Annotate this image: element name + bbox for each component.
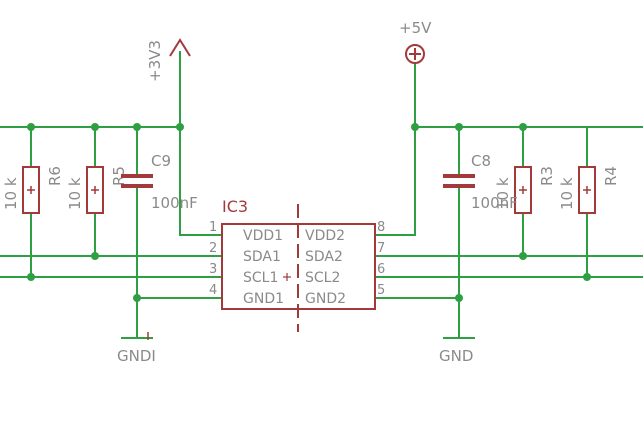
capacitor-c8: C8 100nF xyxy=(443,152,518,212)
power-3v3-label: +3V3 xyxy=(146,40,164,82)
resistor-r6: 10 k R6 xyxy=(2,166,64,214)
capacitor-c9: C9 100nF xyxy=(121,152,198,212)
power-5v-symbol: +5V xyxy=(399,19,432,64)
pin-label: VDD2 xyxy=(305,228,345,244)
capacitor-plate-bottom xyxy=(121,184,153,188)
junction-dot xyxy=(27,273,35,281)
ground-right-label: GND xyxy=(439,347,473,365)
ground-left-symbol: GNDI xyxy=(117,332,156,365)
pin-label: SDA2 xyxy=(305,249,343,265)
pin-number: 1 xyxy=(209,220,217,235)
resistor-body xyxy=(22,166,40,214)
power-5v-label: +5V xyxy=(399,19,432,37)
circle-plus-icon xyxy=(405,44,425,64)
junction-dot xyxy=(27,123,35,131)
resistor-value: 10 k xyxy=(2,177,20,210)
pin-label: GND1 xyxy=(243,291,284,307)
pin-number: 3 xyxy=(209,262,217,277)
arrow-up-icon xyxy=(169,38,191,57)
resistor-r4: 10 k R4 xyxy=(558,166,620,214)
resistor-body xyxy=(86,166,104,214)
ic-name: IC3 xyxy=(222,197,248,216)
pin-label: VDD1 xyxy=(243,228,283,244)
ground-right-symbol: GND xyxy=(439,347,473,365)
pin-number: 2 xyxy=(209,241,217,256)
pin-label: SCL1 xyxy=(243,270,278,286)
resistor-body xyxy=(578,166,596,214)
resistor-name: R4 xyxy=(602,166,620,186)
resistor-value: 10 k xyxy=(66,177,84,210)
junction-dot xyxy=(133,123,141,131)
junction-dot xyxy=(91,252,99,260)
junction-dot xyxy=(455,294,463,302)
resistor-name: R5 xyxy=(110,166,128,186)
junction-dot xyxy=(455,123,463,131)
wires xyxy=(0,51,643,339)
resistor-name: R3 xyxy=(538,166,556,186)
resistor-value: 10 k xyxy=(558,177,576,210)
capacitor-plate-bottom xyxy=(443,184,475,188)
junction-dot xyxy=(91,123,99,131)
pin-label: SCL2 xyxy=(305,270,340,286)
capacitor-plate-top xyxy=(443,174,475,178)
resistor-value: 10 k xyxy=(494,177,512,210)
pin-number: 7 xyxy=(377,241,385,256)
power-3v3-symbol: +3V3 xyxy=(146,38,191,82)
capacitor-value: 100nF xyxy=(151,194,198,212)
resistor-r3: 10 k R3 xyxy=(494,166,556,214)
pin-number: 8 xyxy=(377,220,385,235)
pin-label: SDA1 xyxy=(243,249,281,265)
junction-dot xyxy=(133,294,141,302)
ic-ic3: IC3 VDD1 SDA1 SCL1 GND1 VDD2 SDA2 SCL2 G… xyxy=(209,197,385,332)
resistor-r5: 10 k R5 xyxy=(66,166,128,214)
junction-dot xyxy=(583,273,591,281)
junction-dot xyxy=(519,123,527,131)
capacitor-plate-top xyxy=(121,174,153,178)
resistor-name: R6 xyxy=(46,166,64,186)
junction-dot xyxy=(519,252,527,260)
pin-number: 5 xyxy=(377,283,385,298)
junctions xyxy=(27,123,591,302)
capacitor-value: 100nF xyxy=(471,194,518,212)
resistor-body xyxy=(514,166,532,214)
junction-dot xyxy=(176,123,184,131)
junction-dot xyxy=(411,123,419,131)
pin-label: GND2 xyxy=(305,291,346,307)
ground-left-label: GNDI xyxy=(117,347,156,365)
pin-number: 4 xyxy=(209,283,217,298)
capacitor-name: C9 xyxy=(151,152,171,170)
pin-number: 6 xyxy=(377,262,385,277)
capacitor-name: C8 xyxy=(471,152,491,170)
